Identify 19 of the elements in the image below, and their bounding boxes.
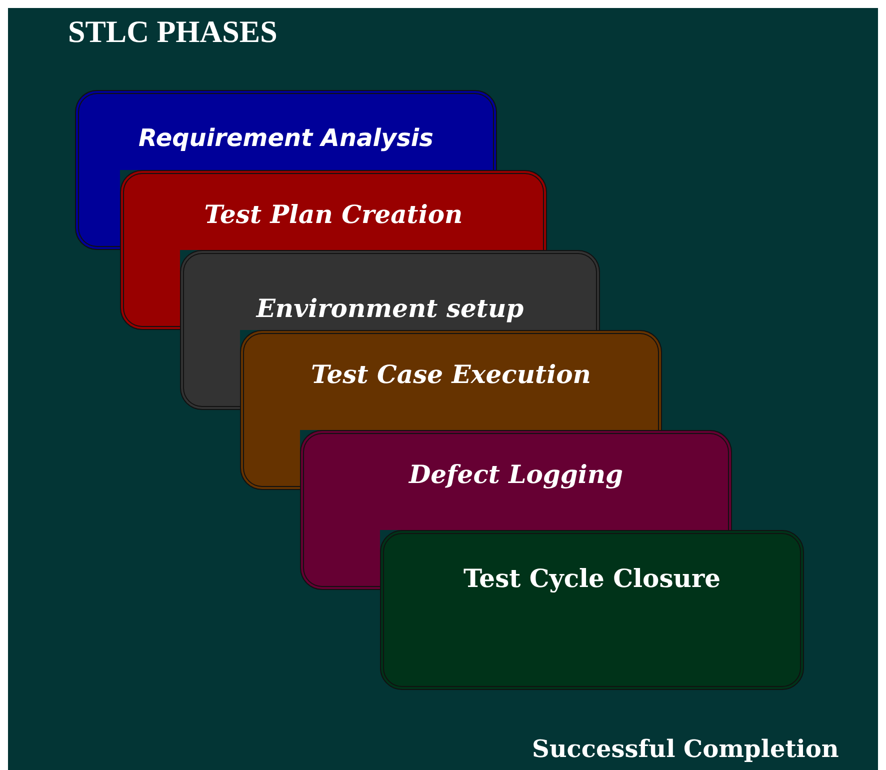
phase-card <box>240 330 662 430</box>
phase-title: Requirement Analysis <box>138 124 434 152</box>
diagram-title: STLC PHASES <box>68 14 278 50</box>
phase-card <box>380 530 804 690</box>
phase-title: Environment setup <box>254 294 525 323</box>
phase-title: Test Cycle Closure <box>462 564 722 593</box>
phase-card <box>240 430 300 490</box>
phase-title: Defect Logging <box>408 460 624 489</box>
phase-card <box>180 250 600 330</box>
phase-card <box>75 170 120 250</box>
footer-note: Successful Completion <box>532 734 839 763</box>
phase-card <box>120 170 547 250</box>
phase-title: Test Plan Creation <box>203 200 464 229</box>
phase-card <box>180 330 240 410</box>
phase-card <box>300 530 380 590</box>
phase-card <box>75 90 497 170</box>
phase-title: Test Case Execution <box>310 360 592 389</box>
phase-card <box>120 250 180 330</box>
phase-card <box>300 430 732 530</box>
